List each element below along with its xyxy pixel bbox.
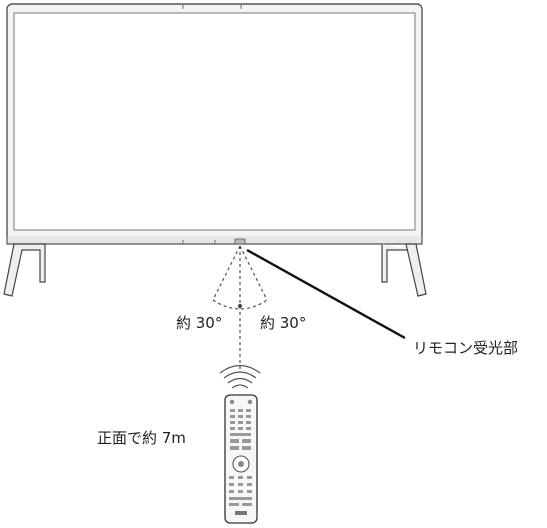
angle-label-right: 約 30° <box>260 314 307 332</box>
tv-screen <box>13 12 416 231</box>
right-angle-line <box>239 245 268 301</box>
signal-waves <box>219 364 261 389</box>
tv-stand-right <box>381 243 427 297</box>
tv-set <box>3 3 427 297</box>
tv-stand-left <box>3 243 46 297</box>
remote-control <box>224 394 258 524</box>
sensor-leader-line <box>246 248 406 340</box>
distance-label: 正面で約 7m <box>97 429 186 447</box>
left-angle-line <box>212 245 241 301</box>
angle-label-left: 約 30° <box>176 314 223 332</box>
sensor-label: リモコン受光部 <box>413 339 519 357</box>
remote-sensor-window <box>234 238 246 245</box>
